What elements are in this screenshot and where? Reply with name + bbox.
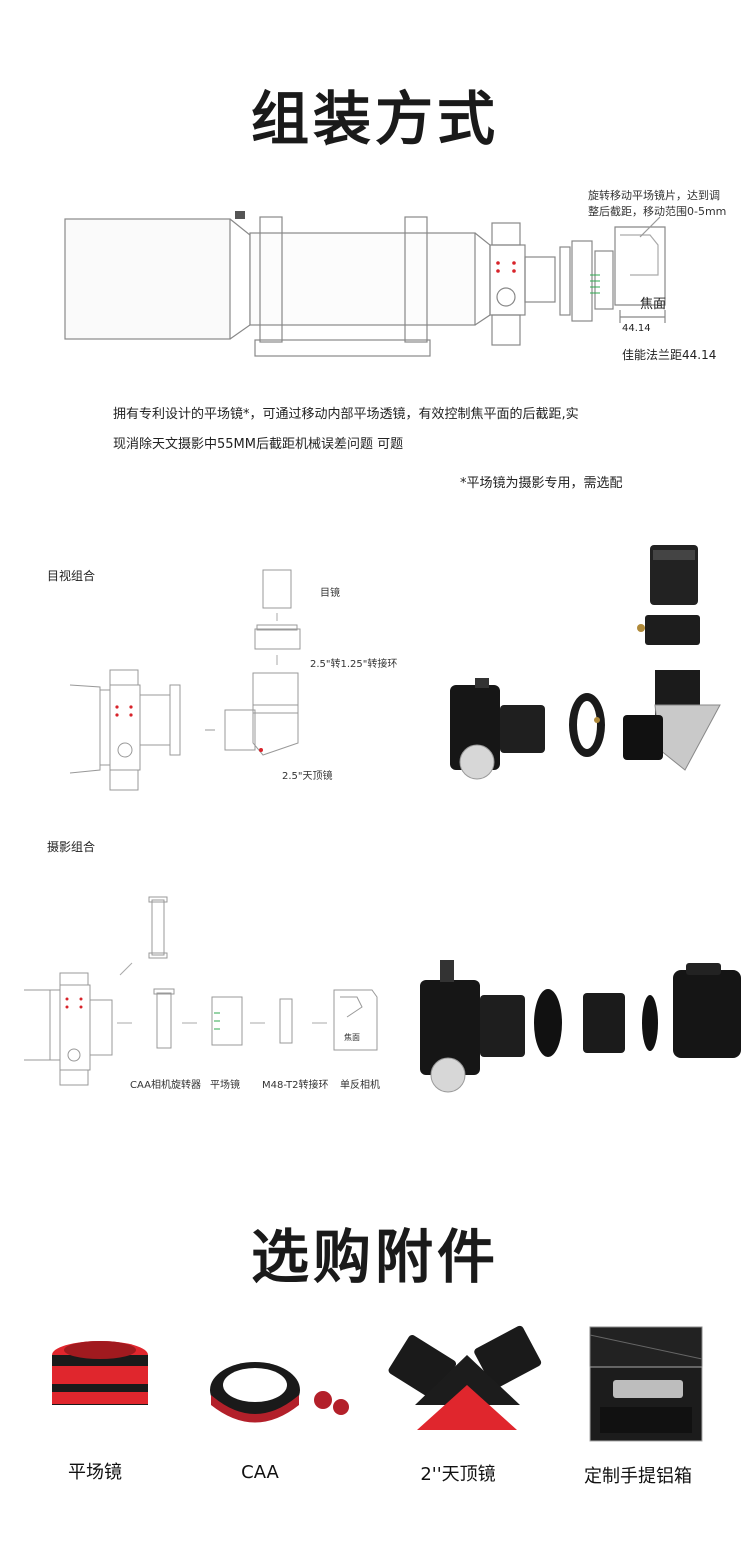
flattener-annotation: 旋转移动平场镜片，达到调 整后截距，移动范围0-5mm: [588, 188, 726, 220]
dimension-label: 44.14: [622, 323, 651, 334]
annotation-line-1: 旋转移动平场镜片，达到调: [588, 189, 720, 202]
canon-flange-label: 佳能法兰距44.14: [622, 348, 717, 362]
visual-combo-drawing: [69, 569, 301, 791]
description: 拥有专利设计的平场镜*，可通过移动内部平场透镜，有效控制焦平面的后截距,实 现消…: [113, 400, 579, 460]
annotation-line-2: 整后截距，移动范围0-5mm: [588, 205, 727, 218]
photo-combo-heading: 摄影组合: [47, 840, 96, 854]
accessory-label-diagonal: 2''天顶镜: [420, 1464, 496, 1485]
accessory-label-case: 定制手提铝箱: [584, 1466, 692, 1487]
flattener-label: 平场镜: [210, 1080, 240, 1091]
caa-rotator-label: CAA相机旋转器: [130, 1080, 201, 1091]
footnote: *平场镜为摄影专用，需选配: [460, 476, 623, 491]
m48-t2-label: M48-T2转接环: [262, 1080, 329, 1091]
eyepiece-label: 目镜: [320, 588, 340, 599]
visual-combo-photo: [450, 545, 721, 780]
diagonal-label: 2.5"天顶镜: [282, 771, 333, 782]
section-title-assembly: 组装方式: [250, 85, 499, 153]
flattener-product-image: [52, 1341, 148, 1405]
section-title-accessories: 选购附件: [250, 1223, 499, 1291]
photo-combo-drawing: [24, 896, 378, 1086]
caa-product-image: [210, 1362, 349, 1423]
description-line-2: 现消除天文摄影中55MM后截距机械误差问题 可题: [113, 437, 404, 452]
dslr-label: 单反相机: [340, 1080, 380, 1091]
photo-combo-photo: [420, 960, 741, 1093]
case-product-image: [589, 1326, 703, 1442]
diagonal-product-image: [388, 1325, 542, 1430]
description-line-1: 拥有专利设计的平场镜*，可通过移动内部平场透镜，有效控制焦平面的后截距,实: [113, 407, 579, 422]
visual-combo-heading: 目视组合: [47, 569, 96, 583]
adapter-label: 2.5"转1.25"转接环: [310, 659, 398, 670]
focal-plane-label: 焦面: [640, 297, 667, 312]
accessory-label-caa: CAA: [241, 1462, 279, 1483]
telescope-drawing: [64, 211, 666, 357]
accessory-label-flattener: 平场镜: [68, 1462, 122, 1483]
camera-focal-label: 焦面: [344, 1033, 360, 1042]
